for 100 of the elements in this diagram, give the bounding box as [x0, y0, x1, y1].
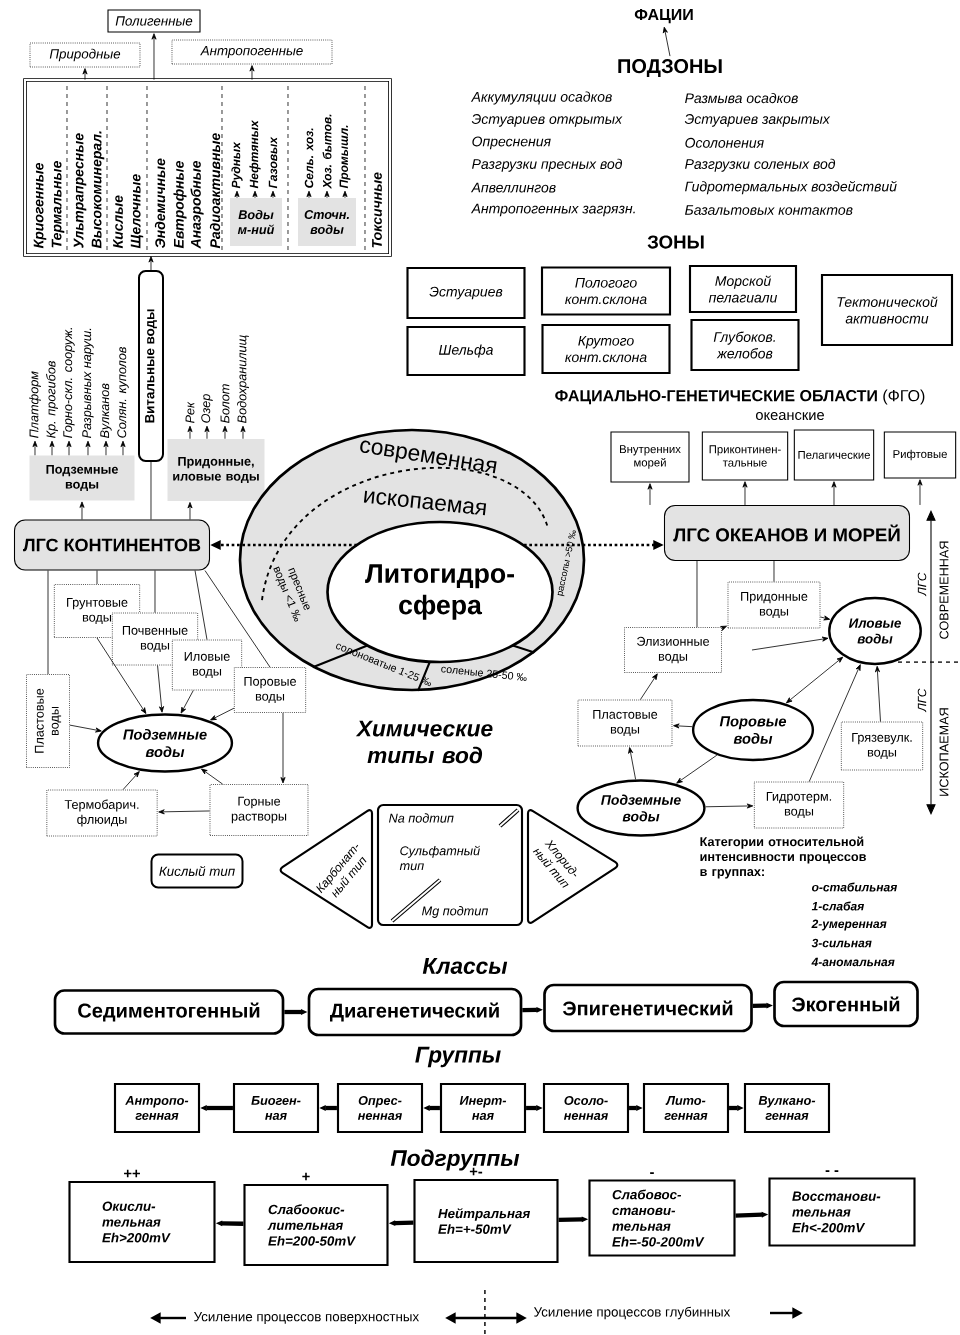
connector-line [96, 570, 98, 585]
arrow [49, 440, 55, 456]
box: Горные растворы [209, 784, 309, 836]
arrow [676, 754, 718, 784]
arrow [751, 636, 829, 651]
arrow [120, 440, 126, 456]
arrow [158, 809, 210, 815]
arrow [324, 190, 330, 199]
box: Приконтинен- тальные [701, 431, 789, 481]
arrow [180, 690, 194, 714]
list-item: Разгрузки пресных вод [472, 158, 623, 172]
arrow [82, 68, 88, 80]
rounded-box: Кислый тип [150, 853, 244, 889]
connector-line [204, 570, 271, 668]
arrow [148, 256, 154, 271]
note: Усиление процессов поверхностных [193, 1312, 419, 1324]
heading: Химические типы вод [355, 720, 493, 764]
note: Категории относительной интенсивности процессов в группах: [700, 836, 866, 879]
vertical-label: Хоз. бытов. [322, 114, 332, 189]
vertical-label: Горно-скл. сооруж. [63, 328, 75, 438]
arrow [647, 483, 653, 506]
connector-line [696, 560, 698, 628]
box: Поровые воды [233, 667, 307, 713]
box: Крутого конт.склона [541, 323, 671, 375]
box: Термобарич. флюиды [46, 789, 158, 837]
box: Придонные воды [727, 581, 821, 629]
arrow [917, 479, 923, 506]
vertical-label: Рудных [231, 141, 243, 189]
vertical-label: Кр. прогибов [46, 360, 58, 438]
arrow [85, 440, 91, 456]
arrow [270, 190, 276, 199]
heading: ЗОНЫ [647, 235, 704, 249]
class-box: Экогенный [773, 980, 919, 1028]
list-item: 2-умеренная [811, 919, 887, 931]
vertical-label: Нефтяных [249, 120, 261, 189]
vertical-label: Платформ [29, 371, 41, 438]
arrow [808, 664, 861, 782]
list-item: Размыва осадков [685, 92, 798, 104]
heading: ФАЦИИ [634, 8, 693, 24]
box: Слабоокис- лительная Eh=200-50mV [243, 1183, 389, 1267]
arrow [79, 501, 85, 520]
arrow [69, 724, 102, 733]
box: Иловые воды [171, 639, 243, 691]
connector-line [47, 570, 49, 675]
shaded-box: Придонные, иловые воды [167, 439, 265, 501]
box: Грязевулк. воды [840, 721, 924, 771]
arrow [673, 723, 693, 729]
vertical-label: Озер [201, 394, 213, 423]
arrow [151, 33, 157, 80]
arrow [875, 665, 881, 722]
box: Нейтральная Eh=+-50mV [413, 1178, 559, 1264]
axis-label: ЛГС [917, 572, 927, 597]
box: Опрес- ненная [336, 1082, 424, 1134]
arrow [240, 425, 246, 440]
heading: океанские [756, 412, 824, 421]
box: Пелагические [793, 429, 875, 481]
box: Антропогенные [171, 39, 333, 65]
arrow [705, 803, 754, 809]
box: Пластовые воды [26, 674, 70, 768]
arrow [662, 26, 671, 57]
connector-line [154, 570, 156, 613]
box: Рифтовые [883, 431, 957, 479]
connector-line [194, 570, 208, 640]
class-box: Эпигенетический [543, 983, 753, 1033]
arrow [831, 481, 837, 506]
arrow [32, 440, 38, 456]
shaded-box: Подземные воды [29, 455, 135, 501]
vertical-label: Вулканов [100, 383, 112, 438]
list-item: 4-аномальная [811, 957, 895, 967]
list-item: о-стабильная [811, 882, 898, 892]
vertical-label: Газовых [268, 136, 278, 189]
rounded-box: Витальные воды [138, 270, 164, 462]
arrow [720, 625, 727, 631]
arrow [187, 502, 193, 520]
connector-line [150, 461, 152, 520]
box: Тектонической активности [820, 273, 954, 347]
arrow [249, 65, 255, 80]
box: Элизионные воды [624, 627, 722, 673]
box: Биоген- ная [232, 1082, 320, 1134]
box: Лито- генная [642, 1082, 730, 1134]
arrow [103, 440, 109, 456]
box: Антропо- генная [113, 1082, 201, 1134]
arrow [96, 637, 147, 714]
arrow [252, 190, 258, 199]
arrow [204, 425, 210, 440]
box: Гидротерм. воды [753, 781, 845, 829]
box: Инерт- ная [439, 1082, 527, 1134]
box: Внутренних морей [610, 431, 690, 483]
box: Слабовос- станови- тельная Eh=-50-200mV [588, 1179, 736, 1257]
list-item: Гидротермальных воздействий [685, 181, 897, 195]
heading: Группы [415, 1046, 501, 1068]
vertical-label: Болот [220, 384, 230, 424]
list-item: Осолонения [685, 137, 764, 148]
arrow [280, 712, 286, 784]
box: Пологого конт.склона [540, 266, 672, 316]
arrow [820, 615, 831, 621]
arrow [66, 440, 72, 456]
arrow [306, 190, 312, 199]
shaded-box: Сточн. воды [298, 198, 356, 246]
axis-label: СОВРЕМЕННАЯ [939, 541, 949, 639]
